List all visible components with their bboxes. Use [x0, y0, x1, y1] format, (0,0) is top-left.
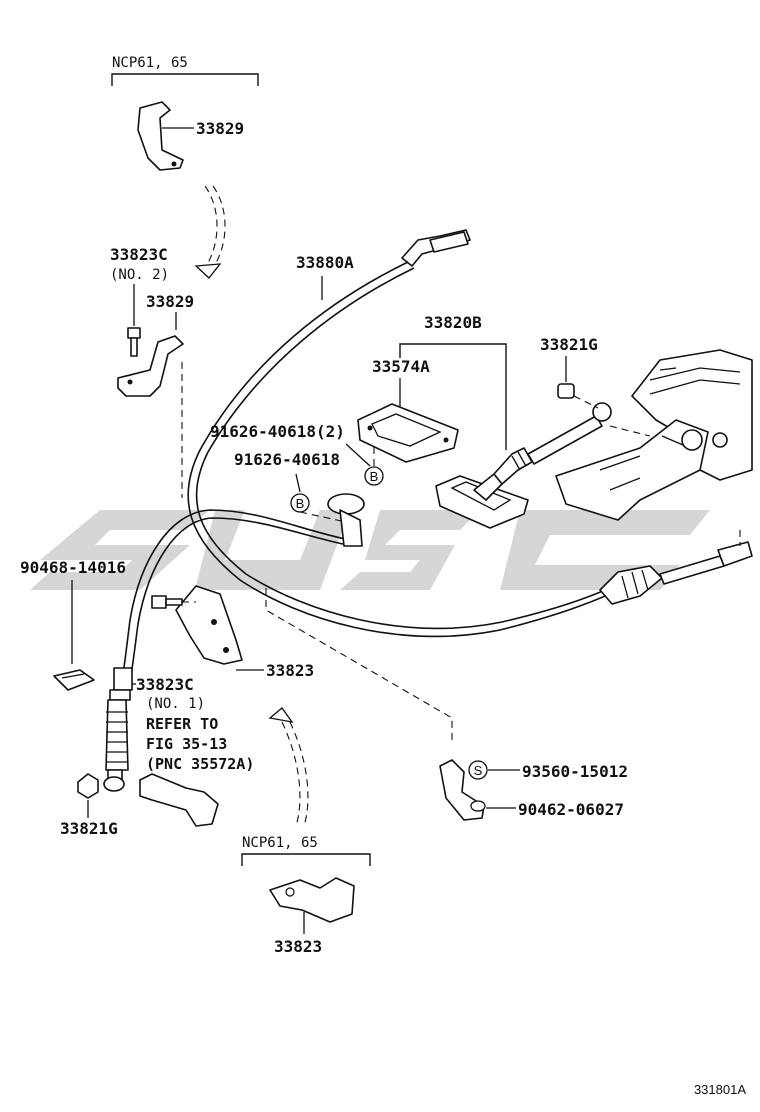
dashed-guides: [181, 362, 453, 744]
cable-connector-mid: [327, 493, 365, 547]
part-33821G-nut-top: [557, 383, 575, 399]
label-33821G-top: 33821G: [540, 335, 598, 354]
cable-end-lower: [103, 667, 133, 792]
cable-select: [121, 509, 351, 681]
label-33823C-no1-sub: (NO. 1): [146, 696, 205, 712]
label-93560: 93560-15012: [522, 762, 628, 781]
refer-line-1: REFER TO: [146, 715, 218, 733]
dash-33821G-top: [573, 395, 599, 409]
group-bracket-bottom: [241, 853, 371, 866]
label-33820B: 33820B: [424, 313, 482, 332]
label-91626-2: 91626-40618(2): [210, 422, 345, 441]
svg-text:B: B: [370, 469, 379, 484]
diagram-reference-code: 331801A: [694, 1082, 746, 1097]
label-33823C-no1: 33823C: [136, 675, 194, 694]
label-91626: 91626-40618: [234, 450, 340, 469]
part-33821G-nut-bottom: [77, 773, 99, 799]
cable-end-right: [599, 541, 753, 605]
part-33574A-boot-plate: [357, 403, 459, 463]
group-label-top: NCP61, 65: [112, 55, 188, 71]
svg-text:S: S: [474, 763, 483, 778]
refer-line-2: FIG 35-13: [146, 735, 227, 753]
transmission-shift-housing: [555, 349, 753, 521]
label-33823-bottom: 33823: [274, 937, 322, 956]
part-33823-bracket-bottom: [269, 877, 355, 923]
label-33821G-bottom: 33821G: [60, 819, 118, 838]
part-bolt-no2: [127, 327, 141, 357]
arrow-up-icon: [268, 707, 309, 827]
cable-select-inner: [129, 517, 353, 681]
leader-91626: [295, 473, 301, 493]
cable-33880A-inner: [195, 267, 637, 630]
leader-91626-2: [345, 443, 371, 467]
label-33823C-no2: 33823C: [110, 245, 168, 264]
svg-text:B: B: [296, 496, 305, 511]
symbol-b-2: B: [290, 493, 310, 513]
cable-33880A: [187, 261, 641, 638]
symbol-b-1: B: [364, 466, 384, 486]
part-transmission-lever: [139, 773, 219, 827]
arrow-down-icon: [194, 185, 226, 279]
symbol-s-1: S: [468, 760, 488, 780]
group-bracket-top: [111, 73, 259, 86]
label-90462: 90462-06027: [518, 800, 624, 819]
label-33829-a: 33829: [196, 119, 244, 138]
group-label-bottom: NCP61, 65: [242, 835, 318, 851]
part-bolt-33823: [151, 595, 183, 609]
part-90468-clip: [53, 669, 95, 691]
label-90468: 90468-14016: [20, 558, 126, 577]
part-33820B-shift-lever: [435, 402, 612, 529]
refer-line-3: (PNC 35572A): [146, 755, 254, 773]
part-33823-bracket: [175, 585, 243, 665]
label-33823C-no2-sub: (NO. 2): [110, 267, 169, 283]
part-bracket-no2: [117, 335, 184, 397]
label-33829-b: 33829: [146, 292, 194, 311]
part-90462-nut: [470, 800, 486, 812]
label-33823: 33823: [266, 661, 314, 680]
cable-end-top: [401, 229, 471, 267]
bracket-33820B: [399, 343, 507, 450]
label-33880A: 33880A: [296, 253, 354, 272]
watermark-logo: [30, 510, 710, 590]
part-33829-clip-top: [137, 101, 184, 171]
label-33574A: 33574A: [372, 357, 430, 376]
